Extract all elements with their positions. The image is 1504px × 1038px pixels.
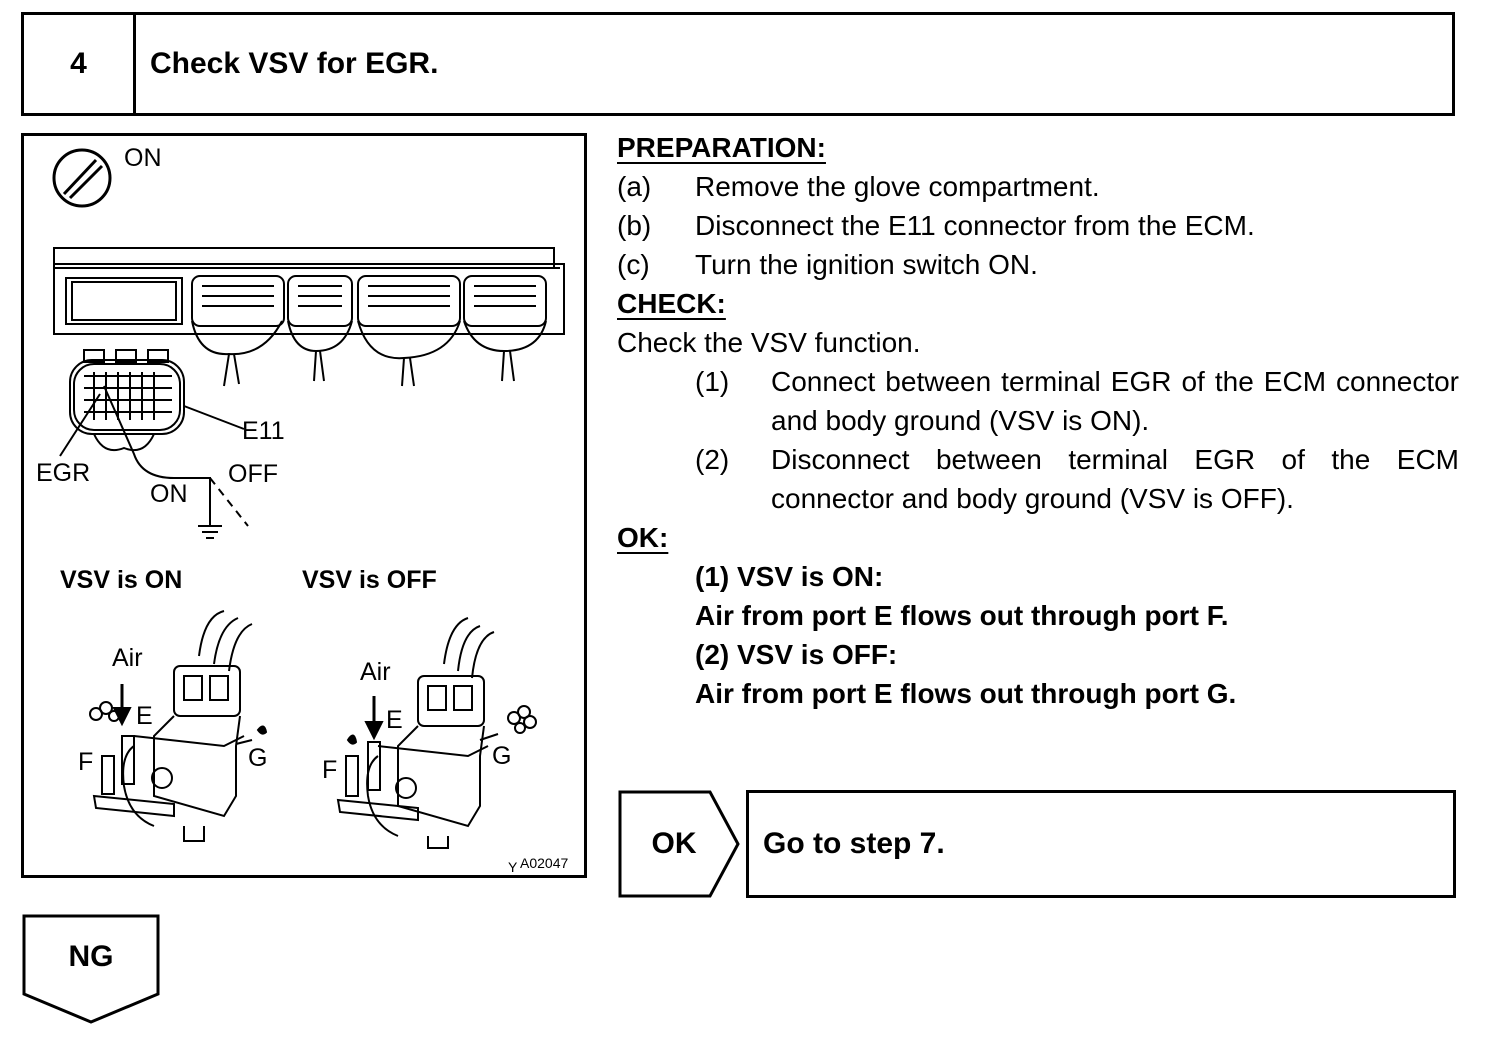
- ok-criteria-line: Air from port E flows out through port G…: [695, 678, 1237, 709]
- illustration-drawing: ON: [36, 144, 568, 875]
- check-intro: Check the VSV function.: [617, 327, 921, 358]
- preparation-heading: PREPARATION:: [617, 132, 826, 163]
- vsv-on-port-e: E: [136, 702, 153, 730]
- prep-item-label: (a): [617, 171, 652, 202]
- prep-item-text: Turn the ignition switch ON.: [695, 249, 1038, 280]
- check-item-label: (1): [695, 366, 730, 397]
- terminal-egr-label: EGR: [36, 459, 90, 487]
- e11-connector: [59, 349, 249, 539]
- vsv-on-port-g: G: [248, 744, 267, 772]
- check-item: (2) Disconnect between terminal EGR of t…: [617, 440, 1459, 518]
- check-item-text: Connect between terminal EGR of the ECM …: [771, 366, 1459, 436]
- prep-item-label: (c): [617, 249, 650, 280]
- check-item-text: Disconnect between terminal EGR of the E…: [771, 444, 1459, 514]
- vsv-off-port-g: G: [492, 742, 511, 770]
- vsv-off-caption: VSV is OFF: [302, 566, 437, 594]
- connector-e11-label: E11: [242, 417, 285, 445]
- vsv-on-caption: VSV is ON: [60, 566, 182, 594]
- procedure-text: PREPARATION: (a) Remove the glove compar…: [617, 128, 1459, 713]
- ok-heading: OK:: [617, 522, 669, 553]
- wire-on-label: ON: [150, 480, 188, 508]
- ignition-switch-icon: [52, 148, 112, 208]
- ng-result-label: NG: [68, 940, 114, 973]
- ok-criteria-line: Air from port E flows out through port F…: [695, 600, 1229, 631]
- prep-item: (c) Turn the ignition switch ON.: [617, 245, 1459, 284]
- check-item: (1) Connect between terminal EGR of the …: [617, 362, 1459, 440]
- ng-result-arrow-box: [22, 914, 160, 1024]
- ok-criteria-line: (1) VSV is ON:: [695, 561, 884, 592]
- ok-result-action: Go to step 7.: [746, 790, 1456, 898]
- figure-code: A02047: [520, 855, 568, 871]
- prep-item: (b) Disconnect the E11 connector from th…: [617, 206, 1459, 245]
- switch-on-label: ON: [124, 144, 162, 172]
- ecm-unit: [53, 247, 565, 387]
- prep-item-label: (b): [617, 210, 652, 241]
- vsv-on-drawing: [89, 610, 268, 842]
- ok-result-label: OK: [651, 827, 697, 860]
- ecm-vsv-illustration: ON: [21, 133, 587, 878]
- ok-result-arrow-box: [618, 790, 740, 898]
- wire-off-label: OFF: [228, 460, 278, 488]
- prep-item: (a) Remove the glove compartment.: [617, 167, 1459, 206]
- vsv-off-port-e: E: [386, 706, 403, 734]
- step-header: 4 Check VSV for EGR.: [21, 12, 1455, 116]
- step-title: Check VSV for EGR.: [150, 47, 439, 80]
- check-item-label: (2): [695, 444, 730, 475]
- vsv-off-drawing: [336, 617, 537, 849]
- ok-criteria-line: (2) VSV is OFF:: [695, 639, 898, 670]
- prep-item-text: Remove the glove compartment.: [695, 171, 1100, 202]
- vsv-on-port-f: F: [78, 748, 93, 776]
- vsv-off-air-label: Air: [360, 658, 391, 686]
- prep-item-text: Disconnect the E11 connector from the EC…: [695, 210, 1255, 241]
- vsv-on-air-label: Air: [112, 644, 143, 672]
- check-heading: CHECK:: [617, 288, 726, 319]
- step-number: 4: [24, 15, 136, 113]
- figure-code-prefix: Y: [508, 859, 518, 875]
- vsv-off-port-f: F: [322, 756, 337, 784]
